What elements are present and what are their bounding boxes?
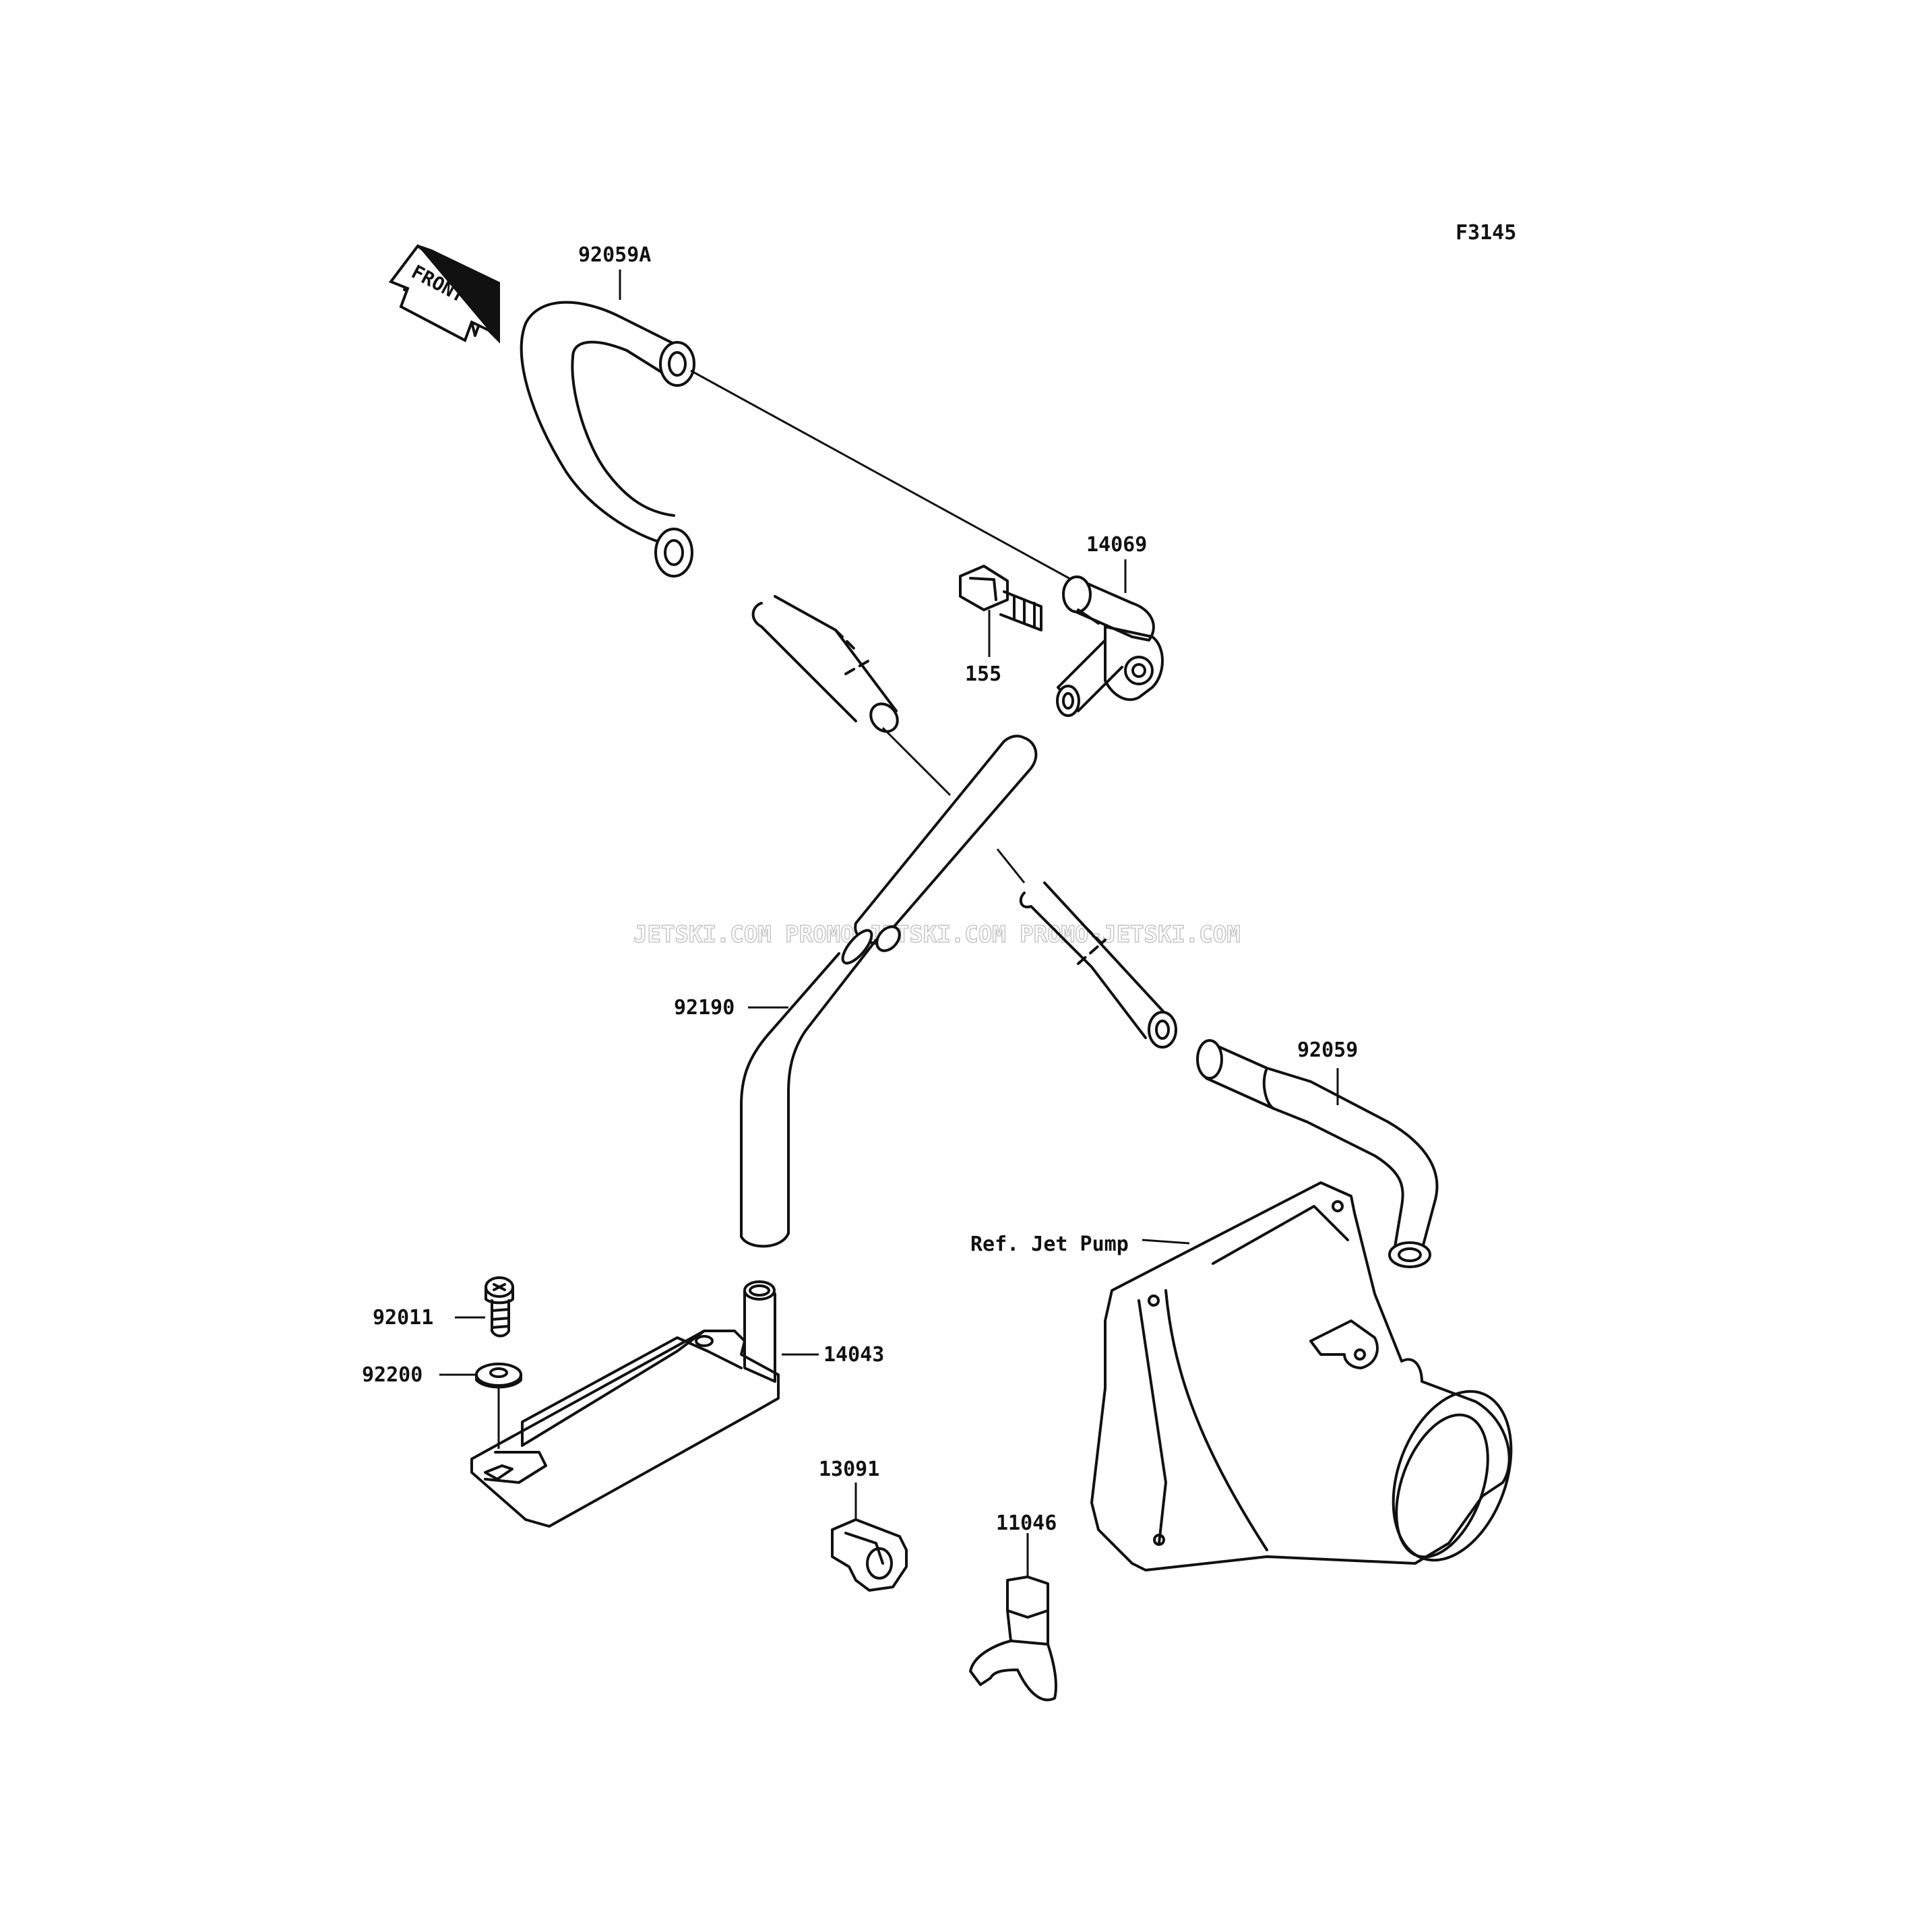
washer-92200[interactable]: [475, 1363, 522, 1389]
hose-92190[interactable]: [740, 595, 1177, 1248]
label-14069: 14069: [1086, 533, 1147, 557]
hose-92059A[interactable]: [520, 301, 695, 578]
label-ref-jet-pump: Ref. Jet Pump: [970, 1233, 1129, 1256]
label-92011: 92011: [373, 1306, 433, 1330]
label-155: 155: [965, 662, 1001, 686]
clamp-13091[interactable]: [831, 1518, 908, 1592]
bolt-155[interactable]: [959, 565, 1042, 631]
screw-92011[interactable]: [485, 1276, 514, 1338]
jet-pump-reference: [1090, 1181, 1513, 1571]
label-14043: 14043: [823, 1343, 884, 1367]
label-11046: 11046: [996, 1512, 1057, 1535]
label-92190: 92190: [674, 996, 735, 1020]
label-13091: 13091: [819, 1458, 879, 1481]
front-arrow-icon: FRONT: [388, 244, 500, 344]
label-92059A: 92059A: [578, 243, 651, 267]
filter-14043[interactable]: [470, 1280, 780, 1528]
label-92059: 92059: [1297, 1038, 1358, 1062]
figure-code: F3145: [1456, 221, 1516, 245]
bracket-11046[interactable]: [969, 1576, 1057, 1702]
hose-92059[interactable]: [1196, 1039, 1439, 1268]
label-92200: 92200: [362, 1363, 423, 1387]
watermark-text: JETSKI.COM PROMO-JETSKI.COM PROMO-JETSKI…: [633, 921, 1241, 948]
fitting-14069[interactable]: [1056, 575, 1164, 717]
